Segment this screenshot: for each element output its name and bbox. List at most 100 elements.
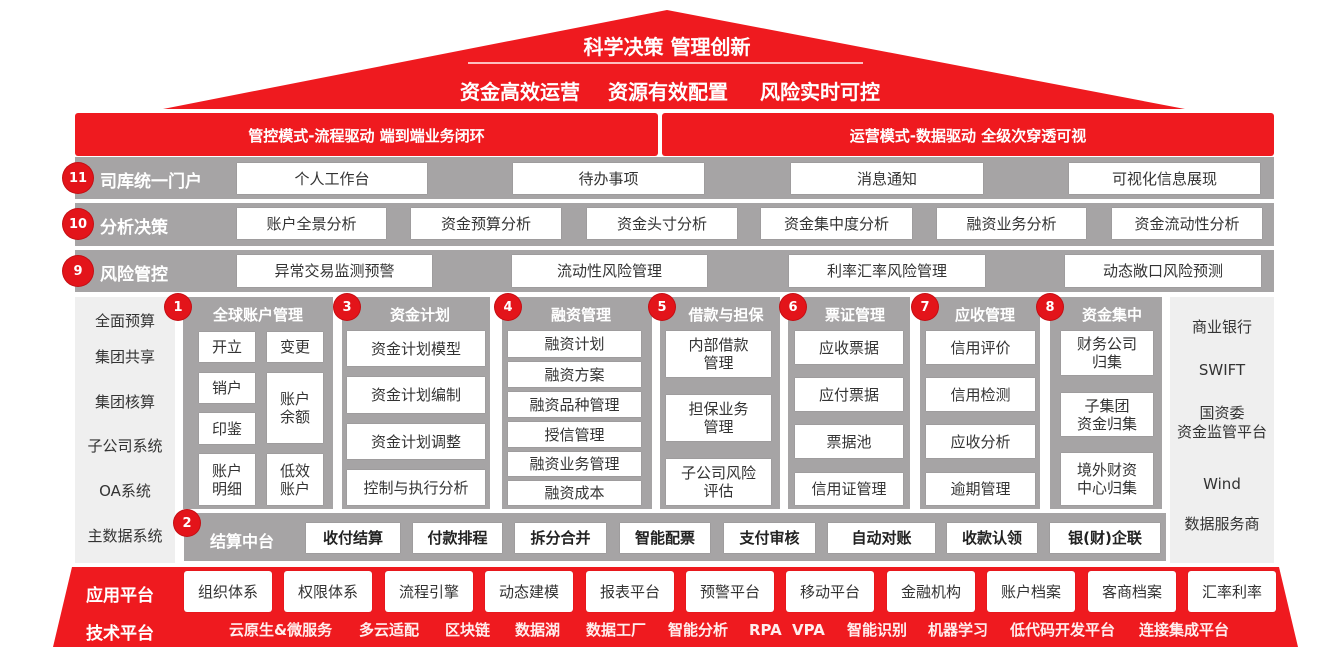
financing-item[interactable]: 融资业务管理 [508, 452, 641, 476]
left-system-item: 集团共享 [94, 348, 155, 367]
module-receivable-title: 应收管理 [954, 306, 1015, 324]
portal-item[interactable]: 个人工作台 [237, 163, 427, 194]
settlement-item[interactable]: 收付结算 [306, 523, 400, 553]
plan-item[interactable]: 资金计划模型 [347, 331, 485, 366]
left-system-item: 全面预算 [94, 312, 155, 331]
app-platform-item[interactable]: 组织体系 [184, 571, 272, 612]
goal-efficient-operation: 资金高效运营 [460, 80, 580, 104]
portal-item[interactable]: 消息通知 [791, 163, 983, 194]
app-platform-item[interactable]: 预警平台 [686, 571, 774, 612]
app-platform-item[interactable]: 客商档案 [1088, 571, 1176, 612]
loan-item[interactable]: 内部借款 管理 [666, 331, 771, 377]
settlement-item[interactable]: 智能配票 [620, 523, 710, 553]
banner-left-text: 管控模式-流程驱动 端到端业务闭环 [248, 127, 485, 145]
right-system-item: 数据服务商 [1184, 515, 1260, 534]
bills-item[interactable]: 票据池 [795, 425, 903, 458]
badge-9: 9 [63, 256, 93, 286]
app-platform-item[interactable]: 动态建模 [485, 571, 573, 612]
settlement-item[interactable]: 付款排程 [413, 523, 502, 553]
app-platform-item[interactable]: 账户档案 [987, 571, 1075, 612]
settlement-item[interactable]: 自动对账 [828, 523, 935, 553]
plan-item[interactable]: 资金计划编制 [347, 377, 485, 413]
goal-resource-allocation: 资源有效配置 [608, 80, 728, 104]
receivable-item[interactable]: 信用评价 [926, 331, 1035, 364]
badge-2: 2 [174, 510, 200, 536]
tech-platform-item: RPA [749, 621, 782, 639]
badge-6: 6 [780, 294, 806, 320]
badge-4: 4 [495, 294, 521, 320]
financing-item[interactable]: 授信管理 [508, 422, 641, 447]
badge-11: 11 [63, 163, 93, 193]
receivable-item[interactable]: 信用检测 [926, 378, 1035, 411]
banner-right-text: 运营模式-数据驱动 全级次穿透可视 [849, 127, 1087, 145]
tech-platform-label: 技术平台 [86, 624, 154, 644]
bills-item[interactable]: 信用证管理 [795, 473, 903, 505]
financing-item[interactable]: 融资品种管理 [508, 392, 641, 417]
financing-item[interactable]: 融资成本 [508, 481, 641, 505]
analysis-item[interactable]: 账户全景分析 [237, 208, 386, 239]
app-platform-item[interactable]: 汇率利率 [1188, 571, 1276, 612]
settlement-item[interactable]: 收款认领 [947, 523, 1037, 553]
bills-item[interactable]: 应付票据 [795, 378, 903, 411]
account-item[interactable]: 销户 [199, 373, 255, 403]
account-item[interactable]: 开立 [199, 332, 255, 362]
plan-item[interactable]: 资金计划调整 [347, 424, 485, 459]
left-system-item: 子公司系统 [87, 437, 163, 456]
module-loan-title: 借款与担保 [688, 306, 764, 324]
left-system-item: 主数据系统 [87, 527, 163, 546]
app-platform-item[interactable]: 报表平台 [586, 571, 674, 612]
risk-item[interactable]: 流动性风险管理 [512, 255, 707, 287]
analysis-item[interactable]: 资金集中度分析 [761, 208, 912, 239]
app-platform-item[interactable]: 金融机构 [887, 571, 975, 612]
roof-divider [468, 62, 863, 64]
pooling-item[interactable]: 境外财资 中心归集 [1061, 453, 1153, 505]
pooling-item[interactable]: 子集团 资金归集 [1061, 393, 1153, 436]
receivable-item[interactable]: 逾期管理 [926, 473, 1035, 505]
analysis-item[interactable]: 资金流动性分析 [1112, 208, 1262, 239]
settlement-item[interactable]: 支付审核 [724, 523, 815, 553]
account-item[interactable]: 变更 [267, 332, 323, 362]
receivable-item[interactable]: 应收分析 [926, 425, 1035, 458]
settlement-item[interactable]: 拆分合并 [515, 523, 606, 553]
plan-item[interactable]: 控制与执行分析 [347, 470, 485, 505]
bills-item[interactable]: 应收票据 [795, 331, 903, 364]
pooling-item[interactable]: 财务公司 归集 [1061, 331, 1153, 375]
right-system-item: 商业银行 [1191, 318, 1252, 337]
app-platform-item[interactable]: 流程引擎 [385, 571, 473, 612]
layer-portal-label: 司库统一门户 [100, 172, 202, 192]
loan-item[interactable]: 子公司风险 评估 [666, 459, 771, 505]
app-platform-item[interactable]: 移动平台 [786, 571, 874, 612]
analysis-item[interactable]: 融资业务分析 [937, 208, 1086, 239]
layer-risk-label: 风险管控 [100, 265, 168, 285]
tech-platform-item: 数据湖 [515, 621, 561, 639]
risk-item[interactable]: 利率汇率风险管理 [789, 255, 985, 287]
portal-item[interactable]: 可视化信息展现 [1069, 163, 1260, 194]
app-platform-item[interactable]: 权限体系 [284, 571, 372, 612]
risk-item[interactable]: 异常交易监测预警 [237, 255, 432, 287]
account-item[interactable]: 账户 明细 [199, 454, 255, 505]
left-system-item: 集团核算 [94, 393, 155, 412]
badge-3: 3 [334, 294, 360, 320]
left-systems-panel [75, 297, 175, 563]
analysis-item[interactable]: 资金头寸分析 [587, 208, 737, 239]
account-item[interactable]: 低效 账户 [267, 454, 323, 505]
loan-item[interactable]: 担保业务 管理 [666, 395, 771, 441]
right-system-item: SWIFT [1198, 361, 1246, 380]
right-systems-panel [1170, 297, 1274, 563]
banner-left [75, 113, 658, 156]
financing-item[interactable]: 融资计划 [508, 331, 641, 357]
account-item[interactable]: 印鉴 [199, 413, 255, 444]
tech-platform-item: 连接集成平台 [1139, 621, 1230, 639]
risk-item[interactable]: 动态敞口风险预测 [1065, 255, 1261, 287]
right-system-item: Wind [1203, 475, 1241, 494]
roof-title: 科学决策 管理创新 [583, 35, 751, 59]
settlement-item[interactable]: 银(财)企联 [1050, 523, 1160, 553]
right-system-item: 国资委 资金监管平台 [1176, 403, 1267, 442]
tech-platform-item: 智能分析 [668, 621, 729, 639]
tech-platform-item: 数据工厂 [586, 621, 647, 639]
financing-item[interactable]: 融资方案 [508, 362, 641, 387]
badge-8: 8 [1037, 294, 1063, 320]
account-item[interactable]: 账户 余额 [267, 373, 323, 443]
analysis-item[interactable]: 资金预算分析 [411, 208, 561, 239]
portal-item[interactable]: 待办事项 [513, 163, 704, 194]
